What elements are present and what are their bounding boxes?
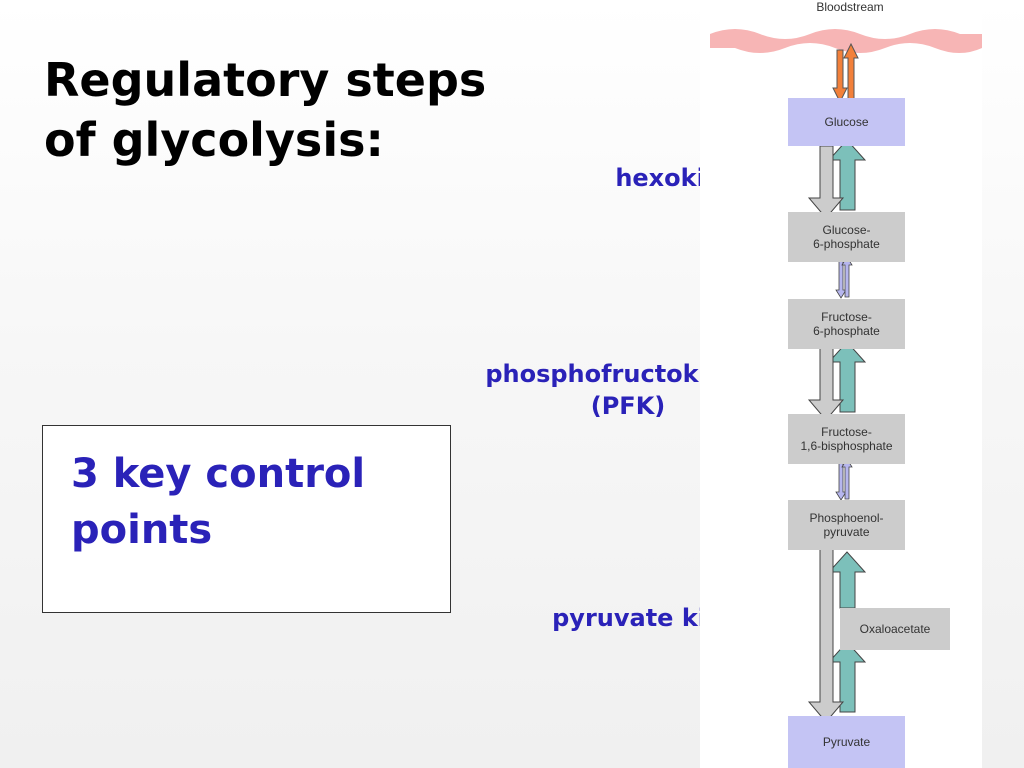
node-glucose-6-phosphate: Glucose- 6-phosphate	[788, 212, 905, 262]
down-arrow-pep-to-pyruvate	[807, 548, 845, 723]
down-arrow-f6p-to-f16bp	[807, 347, 845, 421]
node-glucose-label: Glucose	[824, 115, 869, 129]
down-arrow-glucose-to-g6p	[807, 145, 845, 219]
up-arrow-oxaloacetate-to-pep	[827, 551, 867, 609]
transport-arrow-up	[843, 42, 859, 101]
pathway-arrows	[710, 29, 982, 723]
node-f6p-line-2: 6-phosphate	[813, 324, 880, 338]
glycolytic-arrows	[807, 145, 845, 723]
node-f16bp-line-2: 1,6-bisphosphate	[800, 439, 893, 453]
node-pyruvate-label: Pyruvate	[822, 735, 871, 749]
callout-line-1: 3 key control	[71, 451, 366, 497]
up-arrow-f16bp-to-f6p	[827, 341, 867, 413]
transport-arrow-down	[832, 49, 848, 104]
bloodstream-label: Bloodstream	[816, 0, 884, 14]
node-oxaloacetate-label: Oxaloacetate	[859, 622, 931, 636]
slide-title-line-2: of glycolysis:	[44, 113, 384, 167]
transport-arrows	[832, 42, 859, 104]
slide-title-line-1: Regulatory steps	[44, 53, 487, 107]
node-oxaloacetate: Oxaloacetate	[840, 608, 950, 650]
node-f6p-line-1: Fructose-	[821, 310, 872, 324]
callout-box: 3 key control points	[42, 425, 451, 613]
bloodstream-wave	[710, 29, 982, 53]
callout-text: 3 key control points	[71, 446, 441, 558]
up-arrow-g6p-to-glucose	[827, 139, 867, 211]
gluconeogenic-arrows	[827, 139, 867, 713]
node-g6p-line-2: 6-phosphate	[813, 237, 880, 251]
node-fructose-1-6-bisphosphate: Fructose- 1,6-bisphosphate	[788, 414, 905, 464]
node-pyruvate: Pyruvate	[788, 716, 905, 768]
slide-title: Regulatory steps of glycolysis:	[44, 50, 524, 170]
callout-line-2: points	[71, 507, 213, 553]
up-arrow-pyruvate-to-oxaloacetate	[827, 641, 867, 713]
node-fructose-6-phosphate: Fructose- 6-phosphate	[788, 299, 905, 349]
node-glucose: Glucose	[788, 98, 905, 146]
node-g6p-line-1: Glucose-	[822, 223, 871, 237]
enzyme-label-pfk-line-2: (PFK)	[590, 392, 666, 420]
node-pep-line-1: Phosphoenol-	[809, 511, 884, 525]
node-pep-line-2: pyruvate	[823, 525, 870, 539]
node-phosphoenolpyruvate: Phosphoenol- pyruvate	[788, 500, 905, 550]
node-f16bp-line-1: Fructose-	[821, 425, 872, 439]
